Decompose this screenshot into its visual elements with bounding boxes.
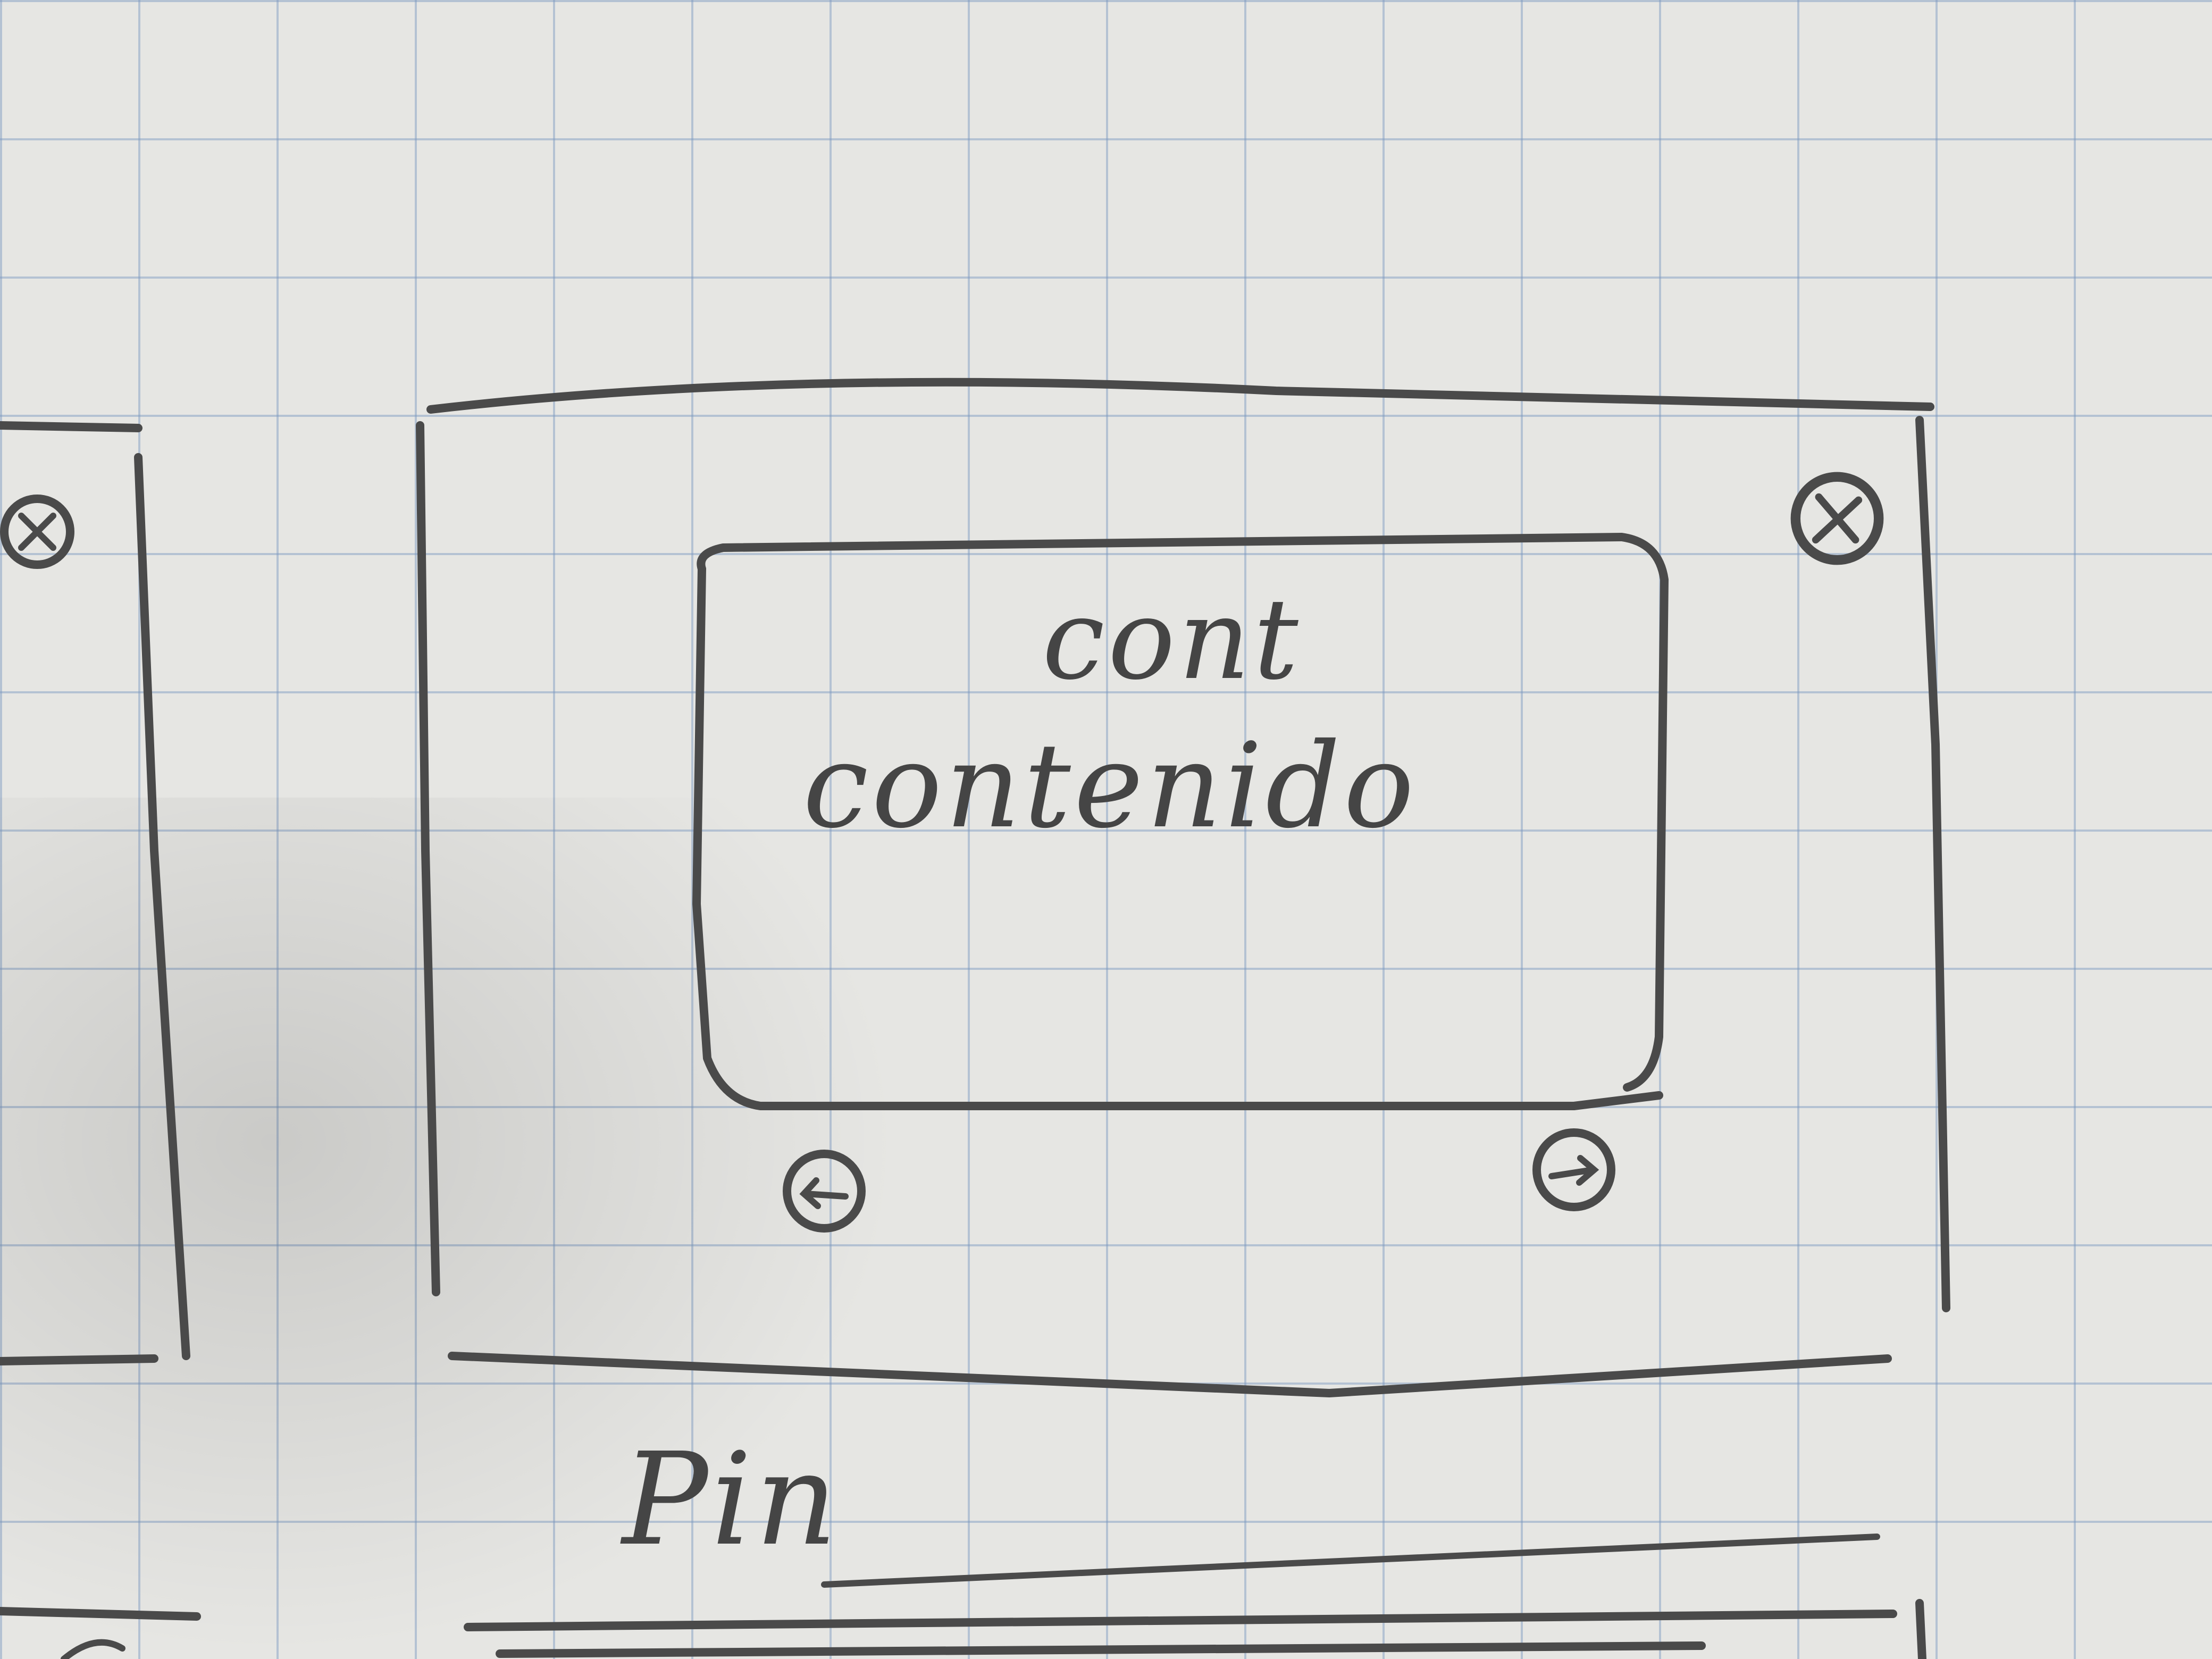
left-panel-frame bbox=[0, 421, 190, 1365]
close-icon[interactable] bbox=[1776, 457, 1898, 580]
card-content: contenido bbox=[803, 718, 1418, 854]
main-panel-frame bbox=[416, 378, 1950, 1397]
content-card-frame bbox=[692, 533, 1669, 1110]
arrow-left-icon[interactable] bbox=[771, 1138, 877, 1244]
close-icon[interactable] bbox=[0, 479, 90, 585]
footer-label: Pin bbox=[622, 1425, 841, 1574]
arrow-right-icon[interactable] bbox=[1521, 1117, 1627, 1223]
card-title: cont bbox=[1042, 574, 1302, 705]
bottom-lines bbox=[0, 1534, 1926, 1659]
